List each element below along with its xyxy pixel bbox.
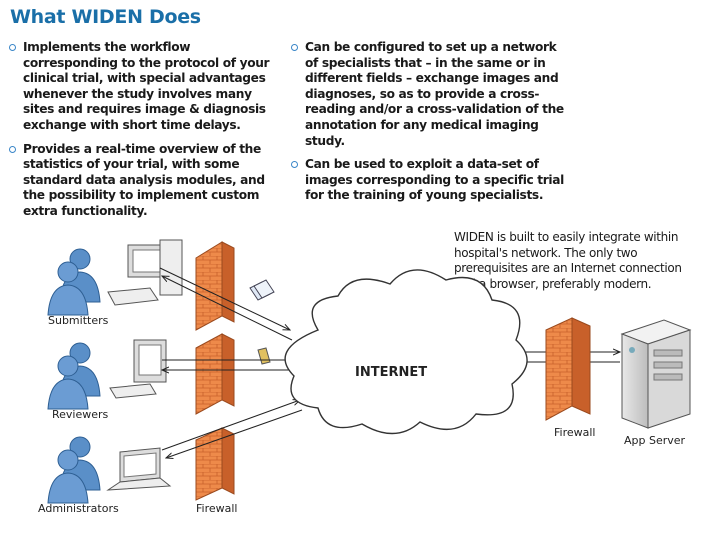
submitters-label: Submitters — [48, 314, 109, 327]
submitters-group: Submitters — [47, 239, 183, 327]
person-icon — [47, 248, 101, 316]
internet-label: INTERNET — [355, 365, 427, 380]
firewall-right-label: Firewall — [554, 426, 595, 439]
internet-cloud-icon — [284, 269, 528, 435]
app-server-label: App Server — [624, 434, 686, 447]
person-icon — [47, 342, 101, 410]
data-flow-arrow — [162, 276, 293, 341]
reviewers-group: Reviewers — [47, 339, 167, 421]
firewall-icon — [195, 333, 235, 415]
document-icon — [257, 347, 271, 365]
bullet-list-right: Can be configured to set up a network of… — [290, 40, 565, 212]
document-icon — [249, 279, 275, 301]
desktop-computer-icon — [107, 239, 183, 306]
administrators-group: Administrators — [38, 436, 172, 515]
app-server-icon — [620, 319, 692, 429]
bullet-item: Can be used to exploit a data-set of ima… — [290, 157, 565, 204]
bullet-item: Provides a real-time overview of the sta… — [8, 142, 280, 220]
firewall-left-label: Firewall — [196, 502, 237, 515]
administrators-label: Administrators — [38, 502, 119, 515]
page-title: What WIDEN Does — [10, 6, 201, 28]
integration-note: WIDEN is built to easily integrate withi… — [454, 230, 682, 291]
monitor-icon — [109, 339, 167, 399]
bullet-item: Implements the workflow corresponding to… — [8, 40, 280, 134]
bullet-item: Can be configured to set up a network of… — [290, 40, 565, 149]
firewall-icon — [195, 427, 235, 501]
reviewers-label: Reviewers — [52, 408, 109, 421]
data-flow-arrow — [159, 267, 290, 330]
data-flow-arrow — [161, 400, 300, 451]
person-icon — [47, 436, 101, 504]
bullet-list-left: Implements the workflow corresponding to… — [8, 40, 280, 228]
firewall-icon — [195, 241, 235, 331]
data-flow-arrow — [166, 409, 303, 458]
firewall-icon — [545, 317, 591, 421]
laptop-icon — [106, 447, 172, 491]
